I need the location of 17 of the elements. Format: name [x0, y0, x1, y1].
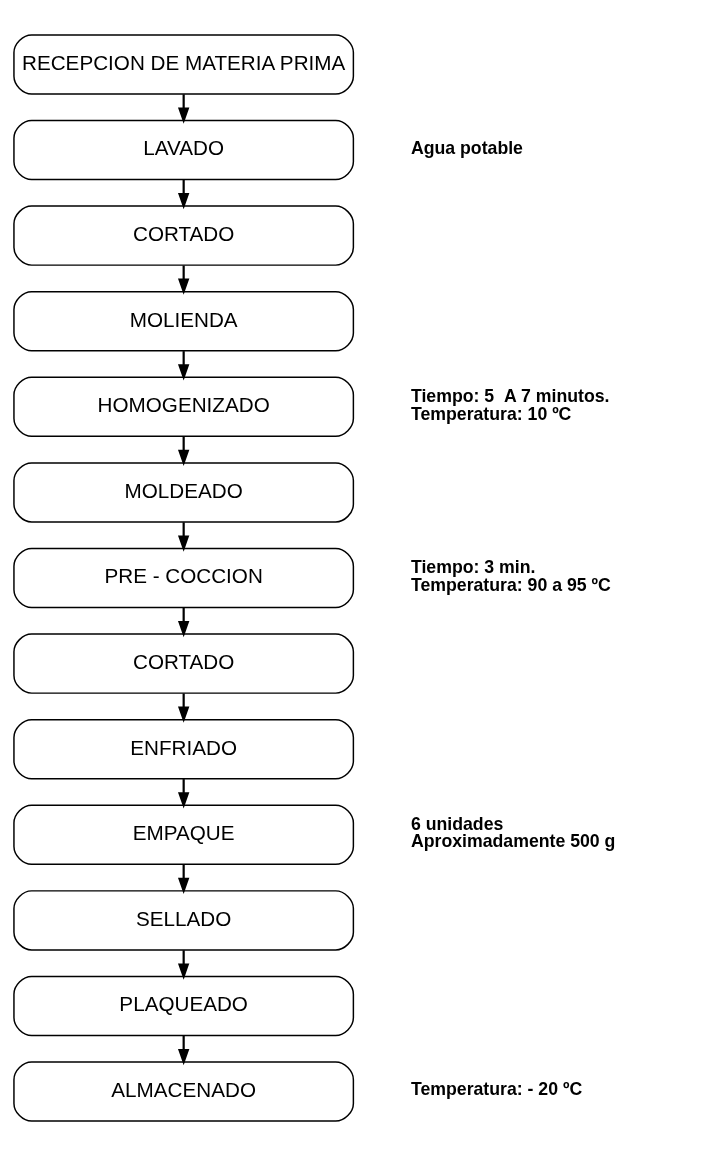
- node-box: SELLADO: [13, 889, 355, 951]
- node-label: Tiempo: 3 min.: [410, 556, 536, 577]
- node-label: Temperatura: - 20 ºC: [410, 1078, 583, 1099]
- node-label: Agua potable: [410, 137, 523, 158]
- node-box: LAVADO: [13, 119, 355, 180]
- node-box: MOLDEADO: [13, 461, 355, 523]
- node-box: HOMOGENIZADO: [13, 376, 355, 437]
- node-box: CORTADO: [13, 204, 355, 266]
- node-box: MOLIENDA: [13, 290, 355, 351]
- node-box: ENFRIADO: [13, 718, 355, 779]
- node-box: RECEPCION DE MATERIA PRIMA: [13, 33, 355, 95]
- node-box: CORTADO: [13, 632, 355, 694]
- node-box: PRE - COCCION: [13, 547, 355, 608]
- node-box: EMPAQUE: [13, 804, 355, 865]
- node-label: Tiempo: 5 A 7 minutos.: [410, 385, 610, 406]
- node-box: PLAQUEADO: [13, 975, 355, 1036]
- node-box: ALMACENADO: [13, 1060, 355, 1122]
